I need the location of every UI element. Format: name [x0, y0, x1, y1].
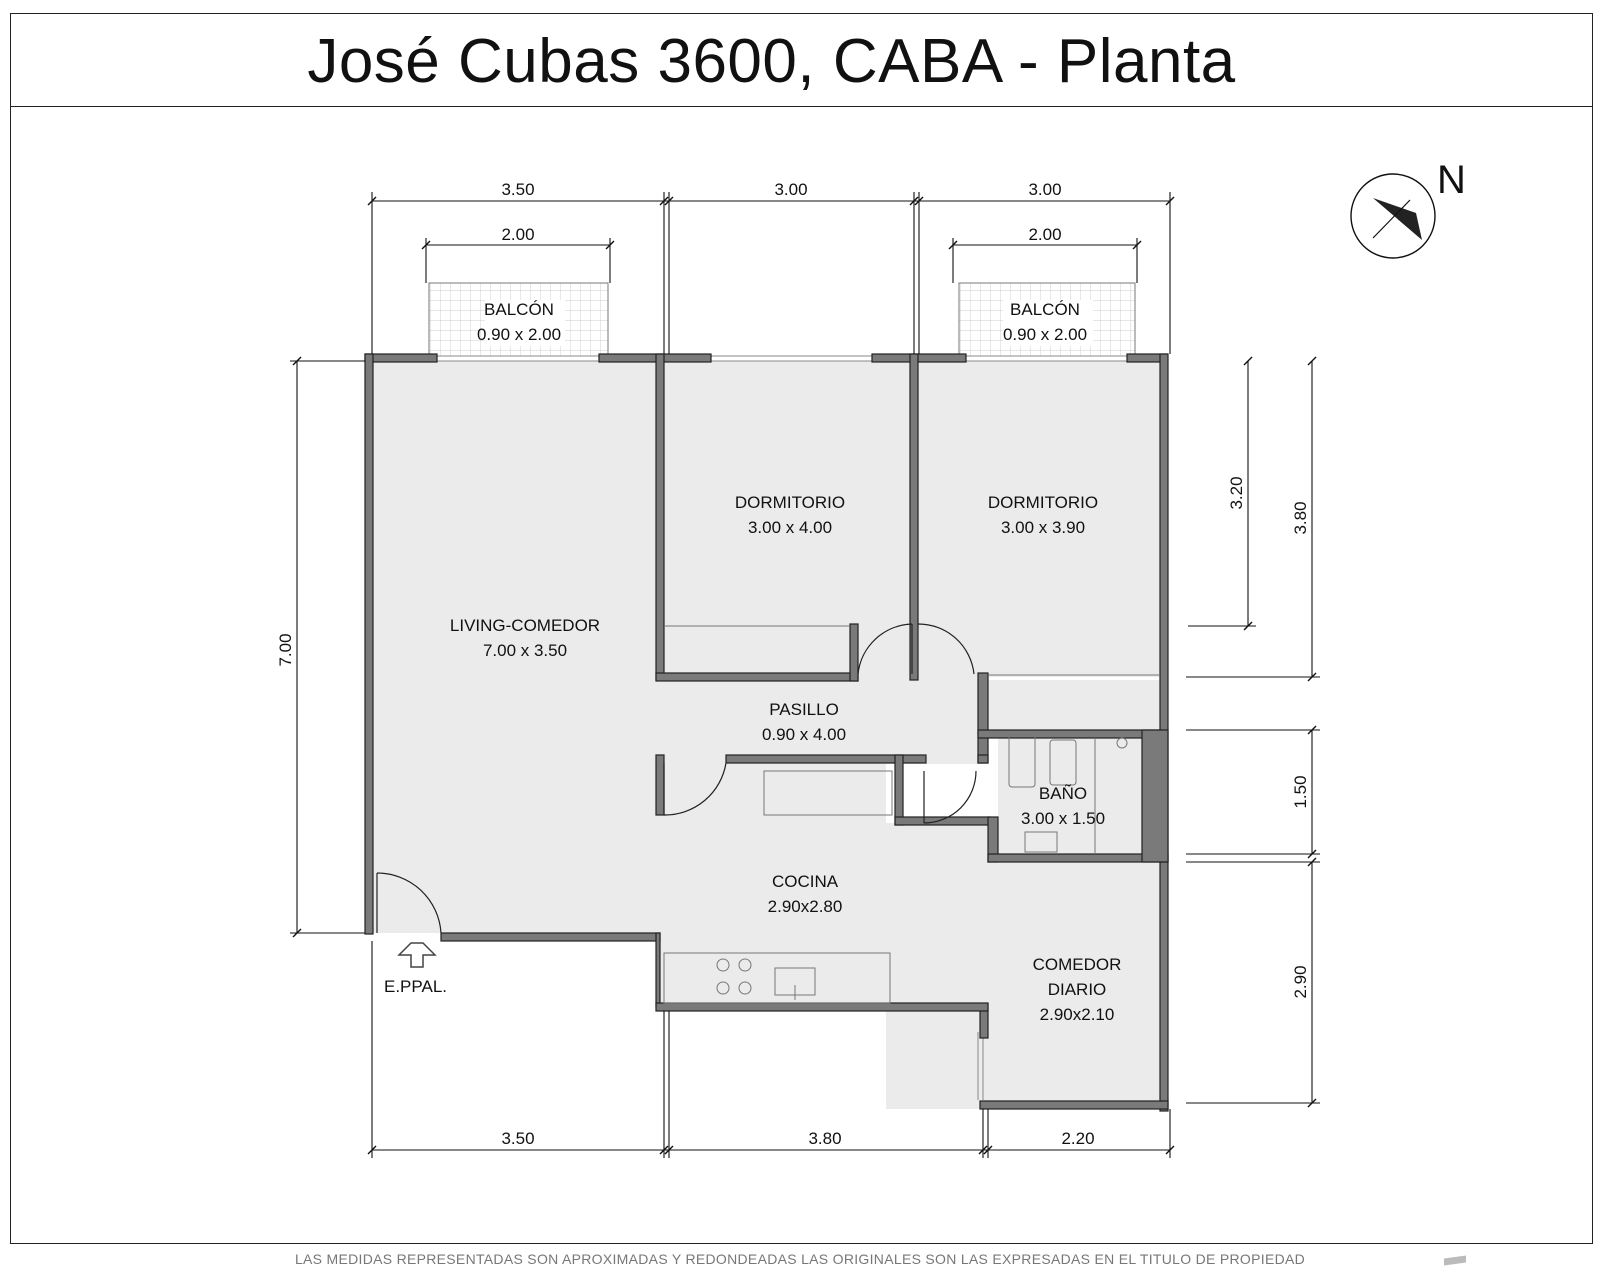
title-bar: José Cubas 3600, CABA - Planta: [10, 13, 1593, 107]
room-living-size: 7.00 x 3.50: [483, 641, 567, 660]
dim-balcony-left: 2.00: [501, 225, 534, 244]
room-comedor-diario-name2: DIARIO: [1048, 980, 1107, 999]
room-dormitorio-1-name: DORMITORIO: [735, 493, 845, 512]
dim-bottom-3: 2.20: [1061, 1129, 1094, 1148]
room-living-name: LIVING-COMEDOR: [450, 616, 600, 635]
doors: [376, 623, 977, 934]
windows: [436, 355, 1127, 1100]
room-dormitorio-2-name: DORMITORIO: [988, 493, 1098, 512]
entrance-label: E.PPAL.: [384, 977, 447, 996]
dimension-ticks: [292, 196, 1317, 1155]
room-pasillo-size: 0.90 x 4.00: [762, 725, 846, 744]
dim-top-1: 3.50: [501, 180, 534, 199]
dim-bottom-1: 3.50: [501, 1129, 534, 1148]
dim-right-2-90: 2.90: [1291, 965, 1310, 998]
room-comedor-diario-name: COMEDOR: [1033, 955, 1122, 974]
room-cocina-name: COCINA: [772, 872, 839, 891]
room-bano-size: 3.00 x 1.50: [1021, 809, 1105, 828]
room-balcon-right-name: BALCÓN: [1010, 300, 1080, 319]
room-cocina-size: 2.90x2.80: [768, 897, 843, 916]
dim-right-1-50: 1.50: [1291, 775, 1310, 808]
walls: [364, 353, 1169, 1112]
room-balcon-left-size: 0.90 x 2.00: [477, 325, 561, 344]
disclaimer-text: LAS MEDIDAS REPRESENTADAS SON APROXIMADA…: [294, 1251, 1306, 1267]
dim-bottom-2: 3.80: [808, 1129, 841, 1148]
dim-right-3-20: 3.20: [1227, 476, 1246, 509]
north-arrow-icon: [1350, 173, 1436, 259]
room-dormitorio-1-size: 3.00 x 4.00: [748, 518, 832, 537]
page-title: José Cubas 3600, CABA - Planta: [307, 27, 1236, 96]
room-pasillo-name: PASILLO: [769, 700, 839, 719]
room-balcon-right-size: 0.90 x 2.00: [1003, 325, 1087, 344]
room-comedor-diario-size: 2.90x2.10: [1040, 1005, 1115, 1024]
dimension-lines: [290, 192, 1320, 1158]
dim-right-3-80: 3.80: [1291, 501, 1310, 534]
dim-balcony-right: 2.00: [1028, 225, 1061, 244]
dim-left-height: 7.00: [276, 633, 295, 666]
north-label: N: [1437, 158, 1466, 202]
fixtures: [663, 625, 1160, 1004]
dim-top-2: 3.00: [774, 180, 807, 199]
room-bano-name: BAÑO: [1039, 784, 1087, 803]
floor-area: [369, 361, 1163, 1109]
entrance-arrow-icon: [397, 942, 437, 968]
dim-top-3: 3.00: [1028, 180, 1061, 199]
drawing-frame: [10, 13, 1593, 1244]
room-dormitorio-2-size: 3.00 x 3.90: [1001, 518, 1085, 537]
room-balcon-left-name: BALCÓN: [484, 300, 554, 319]
